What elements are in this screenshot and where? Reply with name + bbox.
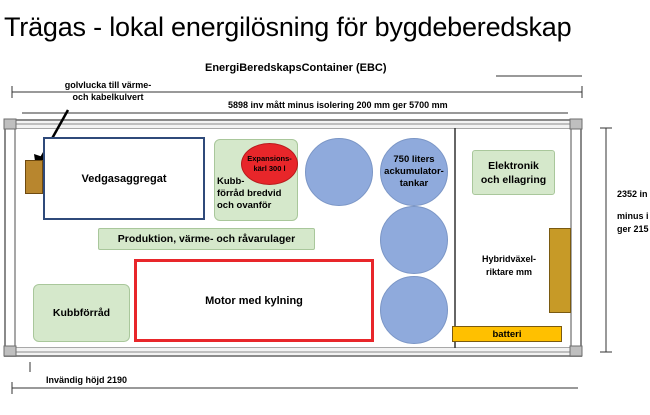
height-label-3: ger 215 [617, 224, 649, 234]
tank-circle-4 [380, 276, 448, 344]
battery-box: batteri [452, 326, 562, 342]
tank-circle-2: 750 liters ackumulator- tankar [380, 138, 448, 206]
kubb-storage-top-label: Kubb- förråd bredvid och ovanför [217, 176, 282, 211]
battery-label: batteri [492, 328, 522, 340]
electronics-box: Elektronik och ellagring [472, 150, 555, 195]
vedgasaggregat-label: Vedgasaggregat [81, 172, 167, 185]
expansion-vessel-label: Expansions- kärl 300 l [247, 154, 292, 173]
slide-title: Trägas - lokal energilösning för bygdebe… [4, 12, 572, 42]
height-label-2: minus i [617, 211, 649, 221]
hybrid-inverter-unit [549, 228, 571, 313]
electronics-label: Elektronik och ellagring [480, 159, 547, 186]
vedgasaggregat-box: Vedgasaggregat [43, 137, 205, 220]
height-label-1: 2352 in [617, 189, 648, 199]
inner-length-label: 5898 inv mått minus isolering 200 mm ger… [228, 100, 448, 110]
tanks-label: 750 liters ackumulator- tankar [384, 154, 444, 189]
kubb-storage-bottom-label: Kubbförråd [52, 307, 111, 319]
production-label: Produktion, värme- och råvarulager [117, 233, 296, 245]
expansion-vessel: Expansions- kärl 300 l [241, 143, 298, 185]
motor-label: Motor med kylning [205, 294, 303, 307]
hybrid-inverter-label: Hybridväxel- riktare mm [482, 254, 537, 277]
motor-box: Motor med kylning [134, 259, 374, 342]
diagram-subtitle: EnergiBeredskapsContainer (EBC) [205, 62, 387, 74]
golvlucka-label: golvlucka till värme- och kabelkulvert [64, 80, 152, 102]
container-outer-wall [4, 119, 582, 357]
inner-height-label: Invändig höjd 2190 [46, 375, 128, 385]
floor-hatch [25, 160, 43, 194]
kubb-storage-bottom: Kubbförråd [33, 284, 130, 342]
tank-circle-3 [380, 206, 448, 274]
tank-circle-1 [305, 138, 373, 206]
production-label-box: Produktion, värme- och råvarulager [98, 228, 315, 250]
